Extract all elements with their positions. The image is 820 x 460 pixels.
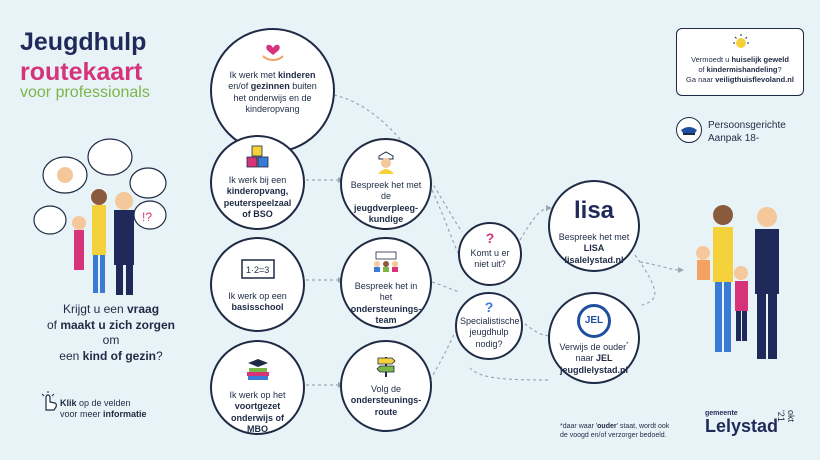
connector-lisa-family [639,261,681,271]
svg-text:1·2=3: 1·2=3 [246,265,269,275]
svg-text:!?: !? [142,210,152,224]
lisa-logo: lisa [573,197,615,224]
node-specialistische-jeugdhulp[interactable]: ? Specialistische jeugdhulp nodig? [455,292,523,360]
heart-hands-icon [261,44,284,62]
huiselijk-geweld-box[interactable]: Vermoedt u huiselijk geweld of kindermis… [676,28,804,96]
signpost-icon [376,357,396,377]
node-ondersteuningsteam[interactable]: Bespreek het in het ondersteunings- team [340,237,432,329]
jel-logo: JEL [577,304,611,338]
click-hint: Klik op de velden voor meer informatie [60,398,147,420]
chalkboard-icon: 1·2=3 [240,259,275,279]
connector-komt-lisa [519,207,549,241]
question-icon: ? [484,299,494,315]
connector-route-special [429,319,463,381]
node-voortgezet-mbo[interactable]: Ik werk op het voortgezet onderwijs of M… [210,340,305,435]
title-line-1: Jeugdhulp [20,28,147,56]
main-question: Krijgt u een vraag of maakt u zich zorge… [46,302,176,363]
family-worry-illustration: !? [33,138,167,295]
title-line-2: routekaart [20,58,143,86]
books-cap-icon [246,359,269,380]
connector-lisa-jel [634,254,656,306]
brand-lelystad-logo: Lelystad [705,416,779,436]
node-kinderopvang[interactable]: Ik werk bij een kinderopvang, peuterspee… [210,135,305,230]
question-icon: ? [485,230,495,246]
node-kinderen-gezinnen[interactable]: Ik werk met kinderen en/of gezinnen buit… [210,28,335,153]
team-icon [374,251,398,272]
node-jeugdverpleegkundige[interactable]: Bespreek het met de jeugdverpleeg- kundi… [340,138,432,230]
node-komt-u-er-niet-uit[interactable]: ? Komt u er niet uit? [458,222,522,286]
connector-team-special [431,281,461,293]
family-illustration [696,205,779,359]
footnote-ouder: *daar waar 'ouder' staat, wordt ook de v… [560,423,670,439]
police-cap-icon [681,127,697,135]
node-ondersteuningsroute[interactable]: Volg de ondersteunings- route [340,340,432,432]
alarm-icon [733,34,749,48]
click-hand-icon [41,391,57,411]
nurse-icon [378,151,394,174]
title-line-3: voor professionals [20,84,150,101]
node-jel[interactable]: JEL Verwijs de ouder* naar JEL jeugdlely… [548,292,640,384]
connector-special-jel [519,319,551,337]
node-lisa[interactable]: lisa Bespreek het met LISA lisalelystad.… [548,180,640,272]
brand-gemeente: gemeente [705,410,738,417]
persoonsgerichte-aanpak-button[interactable] [676,117,702,143]
date-label: okt '21 [776,410,796,423]
connector-jel-back [469,367,549,381]
node-basisschool[interactable]: 1·2=3 Ik werk op een basisschool [210,237,305,332]
blocks-icon [246,145,268,168]
